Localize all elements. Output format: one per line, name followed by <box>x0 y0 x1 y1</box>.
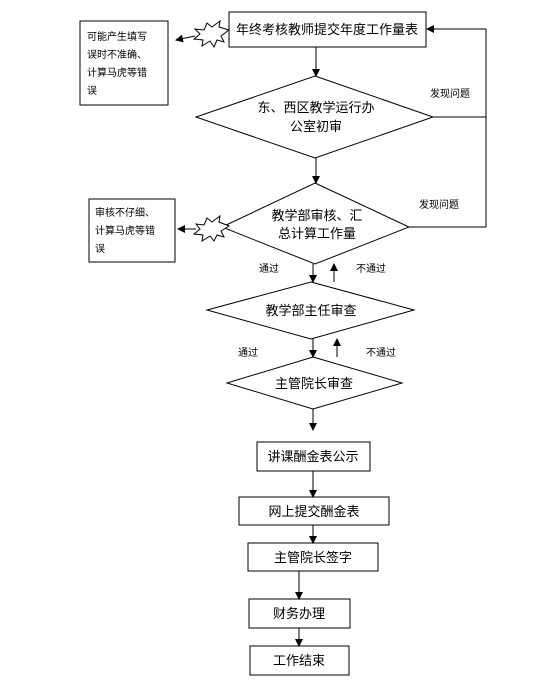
publish-box <box>256 441 371 472</box>
online-submit-label: 网上提交酬金表 <box>268 504 359 520</box>
director-review-diamond <box>205 281 416 340</box>
finance-box <box>248 598 351 629</box>
note1-line4: 误 <box>87 85 97 97</box>
submit-label: 年终考核教师提交年度工作量表 <box>236 22 418 38</box>
note1-line2: 误时不准确、 <box>87 48 147 61</box>
director-review-label: 教学部主任审查 <box>265 303 356 319</box>
note2-line1: 审核不仔细、 <box>95 206 155 219</box>
edge-pass2: 通过 <box>238 346 258 359</box>
end-box <box>249 645 350 676</box>
note2-line2: 计算马虎等错 <box>95 224 155 237</box>
dean-sign-label: 主管院长签字 <box>274 550 352 566</box>
dept-review-label-line2: 总计算工作量 <box>278 227 356 242</box>
finance-label: 财务办理 <box>273 606 325 622</box>
publish-label: 讲课酬金表公示 <box>267 449 358 465</box>
edge-pass1: 通过 <box>259 262 279 275</box>
dept-review-diamond <box>220 182 411 265</box>
dean-review-label: 主管院长审查 <box>275 377 353 392</box>
district-review-diamond <box>194 75 435 159</box>
starburst1-icon <box>192 19 231 49</box>
submit-box <box>228 11 427 48</box>
starburst2-icon <box>192 214 231 243</box>
district-review-label-line2: 公室初审 <box>290 119 342 135</box>
edge-problem1: 发现问题 <box>430 87 470 100</box>
district-review-label-line1: 东、西区教学运行办 <box>257 100 374 116</box>
note1-connector <box>175 34 196 43</box>
note1-box <box>79 20 169 106</box>
note2-box <box>88 198 176 263</box>
edge-fail1: 不通过 <box>356 262 386 275</box>
edge-fail2: 不通过 <box>366 346 396 359</box>
edge-problem2: 发现问题 <box>419 198 459 211</box>
dept-review-label-line1: 教学部审核、汇 <box>271 208 362 224</box>
end-label: 工作结束 <box>273 654 325 669</box>
online-submit-box <box>238 496 390 526</box>
note1-line3: 计算马虎等错 <box>87 66 147 79</box>
note1-line1: 可能产生填写 <box>87 30 147 43</box>
note2-line3: 误 <box>95 243 105 255</box>
